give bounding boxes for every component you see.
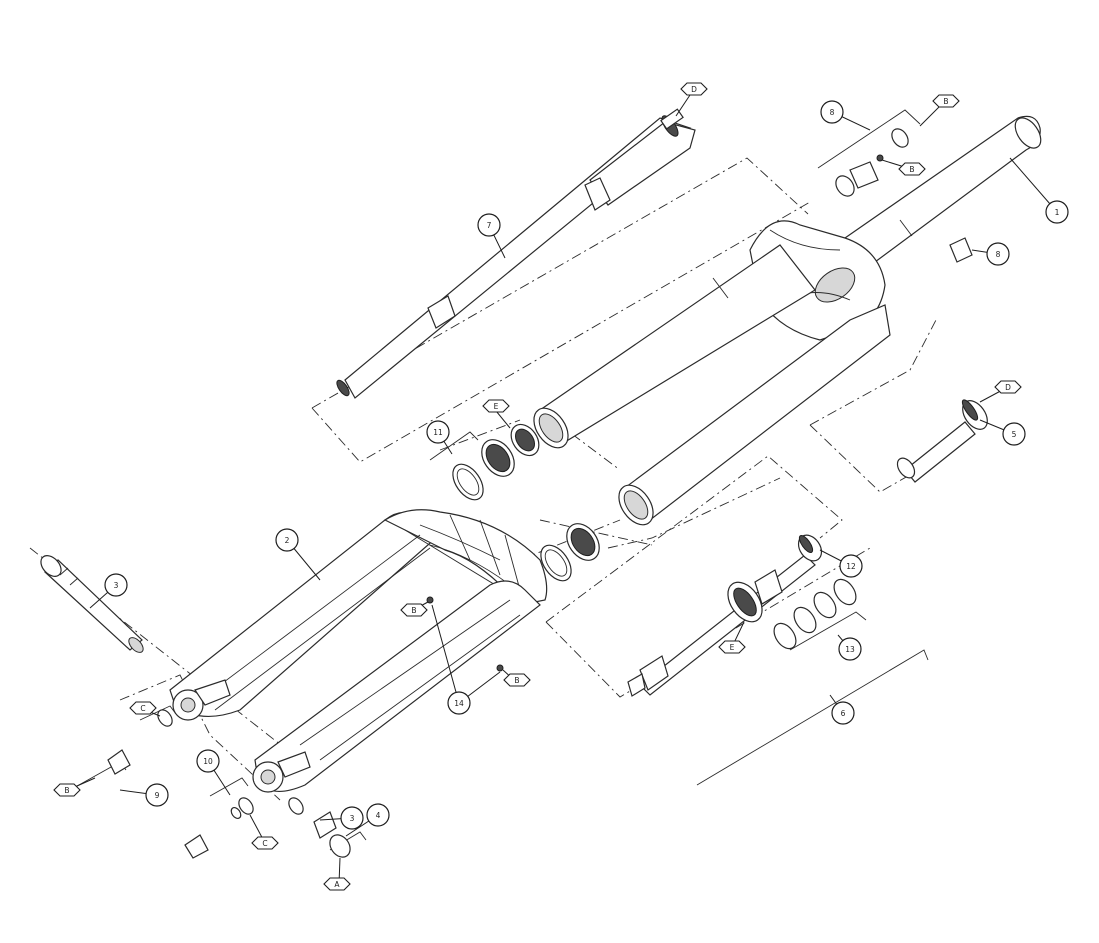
svg-text:9: 9 [155,791,160,800]
svg-text:7: 7 [487,221,492,230]
tag-C-right: C [251,836,279,850]
callout-12: 12 [839,554,863,578]
callout-4: 4 [366,803,390,827]
callout-3-right: 3 [340,806,364,830]
svg-text:B: B [943,97,948,106]
tag-E-seal: E [482,399,510,413]
svg-text:D: D [1005,383,1011,392]
tag-B-valve-right: B [503,673,531,687]
svg-text:B: B [64,786,69,795]
thru-axle [40,555,144,653]
svg-text:14: 14 [454,699,464,708]
svg-text:A: A [334,880,340,889]
svg-text:8: 8 [830,108,835,117]
callout-2: 2 [275,528,299,552]
svg-text:11: 11 [433,428,443,437]
crown-steerer-assembly [533,115,1042,526]
svg-text:3: 3 [114,581,119,590]
svg-text:E: E [494,402,499,411]
callout-6: 6 [831,701,855,725]
damper-cartridge [336,108,696,399]
tag-B-valve-left: B [400,603,428,617]
callout-11: 11 [426,420,450,444]
seal-set-lower [540,523,600,582]
assembly-outlines [29,157,951,801]
svg-text:E: E [730,643,735,652]
air-spring-shaft [896,399,988,483]
callout-3-axle: 3 [104,573,128,597]
callout-8-lower: 8 [986,242,1010,266]
svg-text:C: C [140,704,145,713]
svg-text:12: 12 [846,562,856,571]
callout-8-upper: 8 [820,100,844,124]
callout-9: 9 [145,783,169,807]
damper-internals [627,534,857,697]
svg-text:13: 13 [845,645,855,654]
svg-text:2: 2 [285,536,290,545]
svg-text:4: 4 [376,811,381,820]
tag-B-knob: B [53,783,81,797]
callout-1: 1 [1045,200,1069,224]
lower-legs-arch [169,509,548,793]
tag-B-cap: B [898,162,926,176]
svg-text:3: 3 [350,814,355,823]
svg-text:D: D [691,85,697,94]
svg-text:B: B [411,606,416,615]
callout-7: 7 [477,213,501,237]
tag-C-left: C [129,701,157,715]
small-hardware [107,128,973,859]
svg-text:1: 1 [1055,208,1060,217]
tag-D-cartridge: D [680,82,708,96]
svg-text:B: B [514,676,519,685]
svg-text:6: 6 [841,709,846,718]
svg-text:5: 5 [1012,430,1017,439]
callout-5: 5 [1002,422,1026,446]
svg-text:C: C [262,839,267,848]
seal-set-upper [452,423,540,501]
tag-B-top: B [932,94,960,108]
tag-E-damper: E [718,640,746,654]
tag-D-airspring: D [994,380,1022,394]
svg-text:8: 8 [996,250,1001,259]
tag-A: A [323,877,351,891]
svg-text:B: B [909,165,914,174]
svg-text:10: 10 [203,757,213,766]
callout-13: 13 [838,637,862,661]
callout-14: 14 [447,691,471,715]
callout-10: 10 [196,749,220,773]
